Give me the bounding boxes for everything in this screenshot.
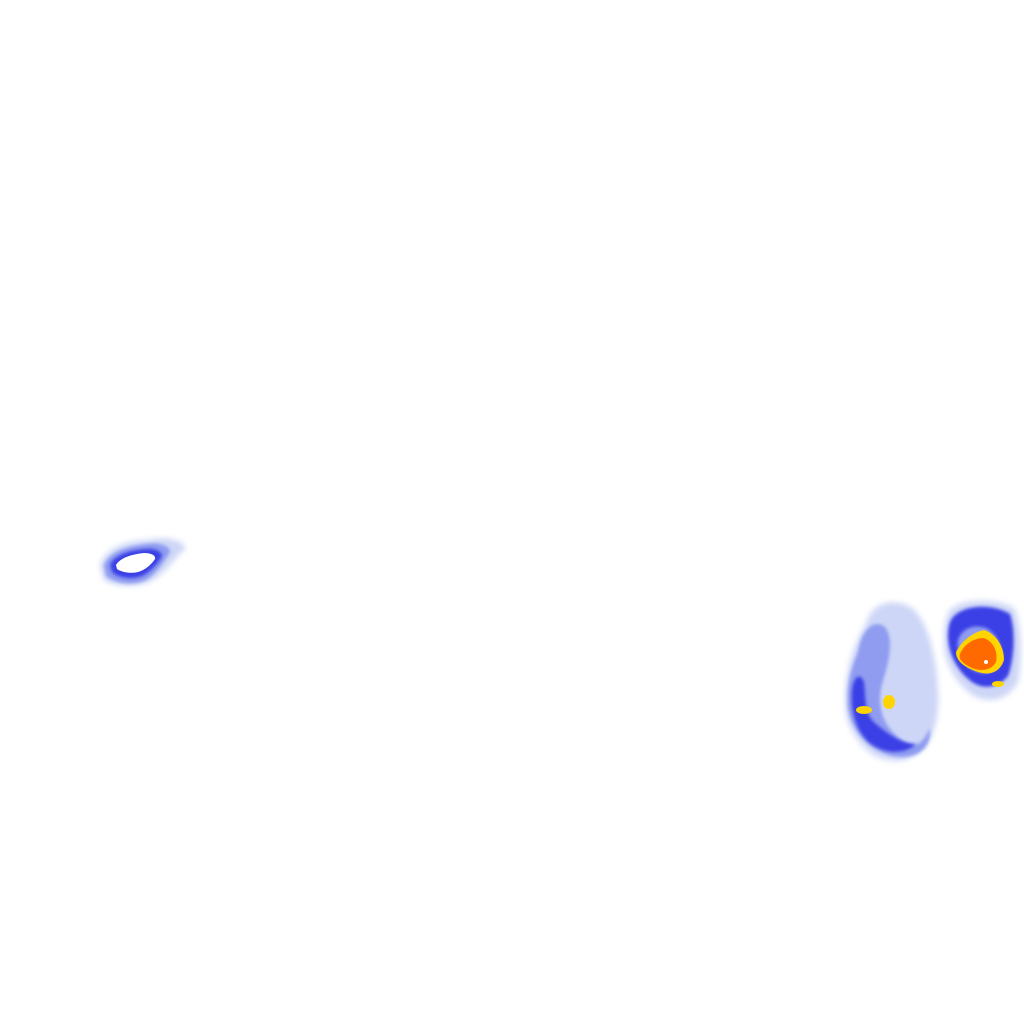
echo-east-left-edge (851, 676, 916, 752)
echo-west-hole (116, 553, 156, 573)
echo-east-left-cell-a (856, 706, 872, 714)
echo-west (100, 538, 186, 586)
echo-east-left-cell-b (883, 695, 895, 709)
echo-east-right (944, 600, 1021, 700)
echo-east-right-dot (984, 660, 988, 664)
echo-east-left (845, 602, 939, 761)
echo-east-right-cell (992, 681, 1004, 687)
